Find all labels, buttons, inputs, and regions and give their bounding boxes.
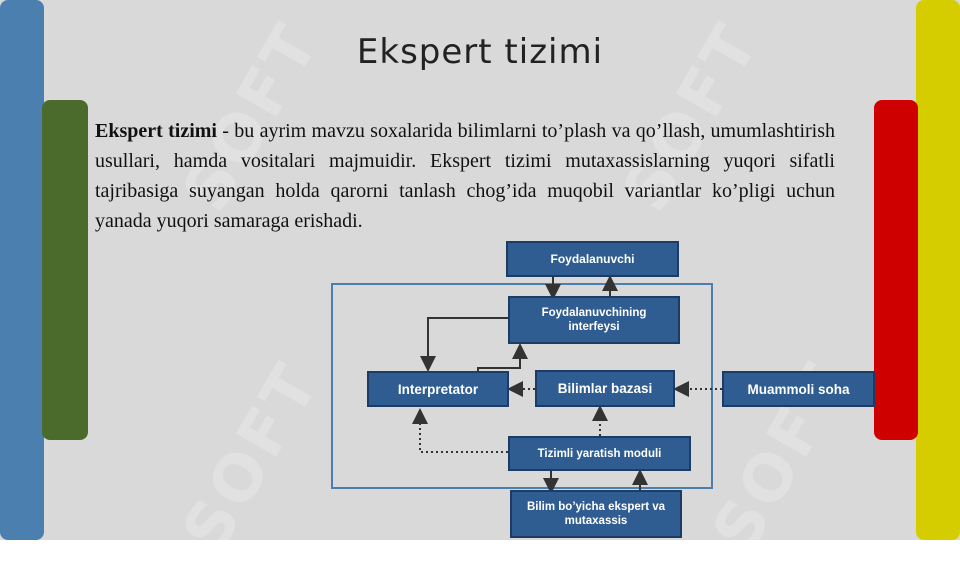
arrow-module-to-interpreter — [412, 408, 508, 453]
box-problem-area: Muammoli soha — [722, 371, 875, 407]
decorative-bar-blue — [0, 0, 44, 540]
decorative-bar-green — [42, 100, 88, 440]
slide-background: SOFT SOFT SOFT SOFT Ekspert tizimi Ekspe… — [0, 0, 960, 540]
box-interpreter: Interpretator — [367, 371, 509, 407]
system-frame — [331, 283, 713, 489]
box-expert: Bilim bo’yicha ekspert va mutaxassis — [510, 490, 682, 538]
term-bold: Ekspert tizimi — [95, 120, 217, 142]
box-user: Foydalanuvchi — [506, 241, 679, 277]
box-knowledge-base: Bilimlar bazasi — [535, 370, 675, 407]
arrow-interface-to-interpreter — [420, 317, 508, 372]
slide-title: Ekspert tizimi — [356, 32, 604, 72]
arrow-interpreter-to-interface — [477, 343, 528, 372]
box-user-interface: Foydalanuvchining interfeysi — [508, 296, 680, 344]
decorative-bar-red — [874, 100, 918, 440]
decorative-bar-yellow — [916, 0, 960, 540]
body-paragraph: Ekspert tizimi - bu ayrim mavzu soxalari… — [95, 116, 835, 236]
diagram-connectors — [412, 275, 722, 494]
definition-text: - bu ayrim mavzu soxalarida bilimlarni t… — [95, 120, 835, 232]
box-creation-module: Tizimli yaratish moduli — [508, 436, 691, 471]
